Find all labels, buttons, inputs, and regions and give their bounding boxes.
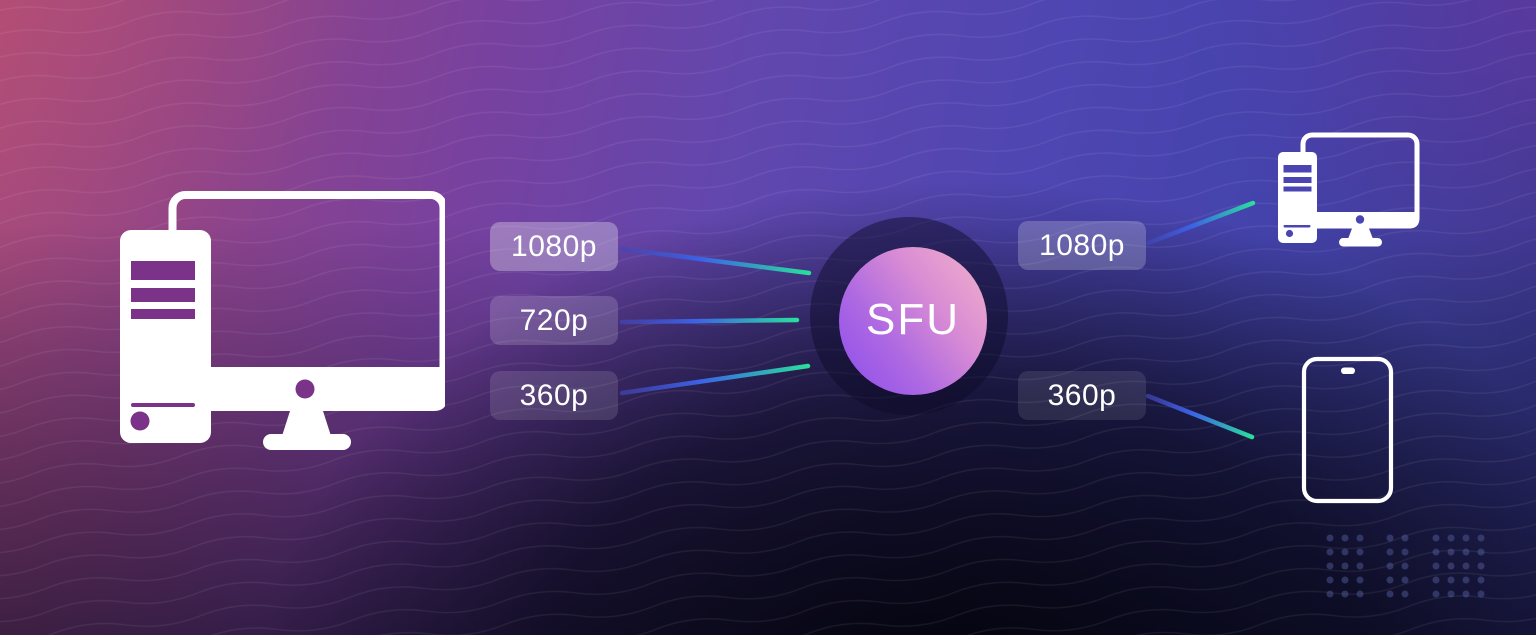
downlink-line-1080p	[1145, 200, 1256, 246]
downlink-chip-1080p: 1080p	[1018, 221, 1146, 270]
uplink-line-360p	[619, 363, 811, 396]
uplink-chip-360p: 360p	[490, 371, 618, 420]
uplink-chip-1080p-label: 1080p	[511, 229, 597, 263]
sender-desktop-computer-icon	[120, 191, 445, 450]
sfu-node: SFU	[839, 247, 987, 395]
dot-grid-decoration	[1323, 531, 1368, 601]
dot-grid-decoration	[1383, 531, 1414, 601]
receiver-mobile-phone-icon	[1301, 356, 1394, 504]
downlink-chip-360p: 360p	[1018, 371, 1146, 420]
sfu-label: SFU	[866, 295, 960, 344]
uplink-chip-720p: 720p	[490, 296, 618, 345]
uplink-line-1080p	[619, 246, 812, 276]
uplink-line-720p	[619, 317, 800, 325]
downlink-line-360p	[1145, 393, 1255, 440]
uplink-chip-360p-label: 360p	[519, 378, 589, 412]
uplink-chip-1080p: 1080p	[490, 222, 618, 271]
downlink-chip-1080p-label: 1080p	[1039, 228, 1125, 262]
receiver-desktop-computer-icon	[1278, 132, 1420, 247]
downlink-chip-360p-label: 360p	[1047, 378, 1117, 412]
uplink-chip-720p-label: 720p	[519, 303, 589, 337]
dot-grid-decoration	[1429, 531, 1490, 601]
